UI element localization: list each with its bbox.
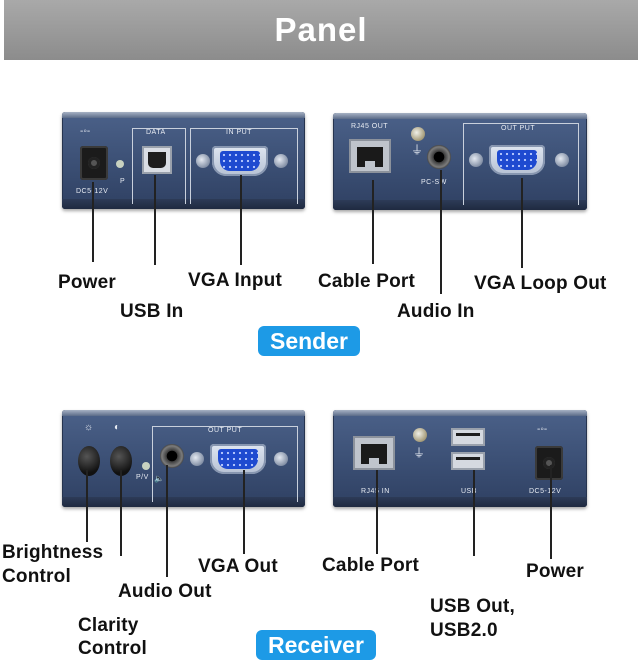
callout-power: Power: [58, 272, 117, 293]
callout-power: Power: [526, 561, 585, 582]
leader-line: [92, 182, 94, 262]
input-label: IN PUT: [226, 129, 252, 136]
dc-label: DC5-12V: [529, 488, 562, 495]
leader-line: [550, 465, 552, 559]
dc-power-jack: [535, 446, 563, 480]
rj45-in-port: [353, 436, 395, 470]
leader-line: [440, 170, 442, 294]
vga-screw-left: [196, 154, 210, 168]
usb-label: USB: [461, 488, 477, 495]
leader-line: [521, 178, 523, 268]
callout-vga-input: VGA Input: [188, 270, 282, 291]
output-frame: [463, 123, 579, 205]
power-symbol: -◦-: [537, 424, 548, 435]
rj45-in-label: RJ45 IN: [361, 488, 390, 495]
ground-icon: ⏚: [412, 446, 425, 460]
leader-line: [372, 180, 374, 264]
dc-label: DC5-12V: [76, 188, 108, 195]
vga-screw-left: [469, 153, 483, 167]
led-label: P: [120, 178, 126, 185]
callout-vga-out: VGA Out: [198, 556, 278, 577]
callout-cable-port: Cable Port: [322, 555, 420, 576]
power-led: [116, 160, 124, 168]
rj45-out-label: RJ45 OUT: [351, 123, 389, 130]
input-frame: [190, 128, 298, 204]
callout-usb-out-line1: USB Out,: [430, 596, 515, 617]
callout-clarity-line2: Control: [78, 638, 147, 659]
leader-line: [376, 470, 378, 554]
brightness-icon: ☼: [84, 422, 94, 433]
output-label: OUT PUT: [501, 125, 536, 132]
pv-label: P/V: [136, 474, 149, 481]
dc-power-jack: [80, 146, 108, 180]
leader-line: [86, 470, 88, 542]
vga-input-port: [212, 146, 268, 176]
ground-icon: ⏚: [410, 143, 423, 157]
power-symbol: -◦-: [80, 126, 91, 137]
speaker-icon: 🔈: [154, 474, 164, 483]
vga-screw-right: [555, 153, 569, 167]
pcsw-label: PC-SW: [421, 179, 447, 186]
sender-right-panel: RJ45 OUT ⏚ PC-SW OUT PUT: [333, 113, 587, 210]
callout-usb-out-line2: USB2.0: [430, 620, 498, 641]
audio-out-jack: [160, 444, 184, 468]
vga-screw-right: [274, 452, 288, 466]
usb-a-port-bottom: [451, 452, 485, 470]
vga-screw-right: [274, 154, 288, 168]
ground-screw: [411, 127, 425, 141]
vga-screw-left: [190, 452, 204, 466]
brightness-knob[interactable]: [78, 446, 100, 476]
leader-line: [120, 470, 122, 556]
vga-loop-out-port: [489, 145, 545, 175]
usb-a-port-top: [451, 428, 485, 446]
receiver-left-panel: ☼ ◐ P/V OUT PUT 🔈: [62, 410, 305, 507]
leader-line: [154, 175, 156, 265]
data-frame: [132, 128, 186, 204]
clarity-knob[interactable]: [110, 446, 132, 476]
power-led: [142, 462, 150, 470]
output-label: OUT PUT: [208, 427, 243, 434]
callout-audio-in: Audio In: [397, 301, 475, 322]
vga-out-port: [210, 444, 266, 474]
leader-line: [166, 465, 168, 577]
callout-clarity-line1: Clarity: [78, 615, 139, 636]
page-title: Panel: [274, 11, 368, 48]
sender-badge: Sender: [258, 326, 360, 356]
sender-left-panel: -◦- DC5-12V P DATA IN PUT: [62, 112, 305, 209]
callout-vga-loop-out: VGA Loop Out: [474, 273, 607, 294]
callout-brightness-line1: Brightness: [2, 542, 104, 563]
callout-audio-out: Audio Out: [118, 581, 212, 602]
leader-line: [473, 470, 475, 556]
banner: Panel: [4, 0, 638, 60]
rj45-out-port: [349, 139, 391, 173]
callout-usb-in: USB In: [120, 301, 184, 322]
callout-brightness-line2: Control: [2, 566, 71, 587]
leader-line: [243, 470, 245, 554]
ground-screw: [413, 428, 427, 442]
callout-cable-port: Cable Port: [318, 271, 416, 292]
output-frame: [152, 426, 298, 502]
receiver-badge: Receiver: [256, 630, 376, 660]
leader-line: [240, 175, 242, 265]
data-label: DATA: [146, 129, 166, 136]
clarity-icon: ◐: [114, 422, 121, 433]
audio-in-jack: [427, 145, 451, 169]
receiver-right-panel: RJ45 IN ⏚ USB -◦- DC5-12V: [333, 410, 587, 507]
usb-b-port: [142, 146, 172, 174]
